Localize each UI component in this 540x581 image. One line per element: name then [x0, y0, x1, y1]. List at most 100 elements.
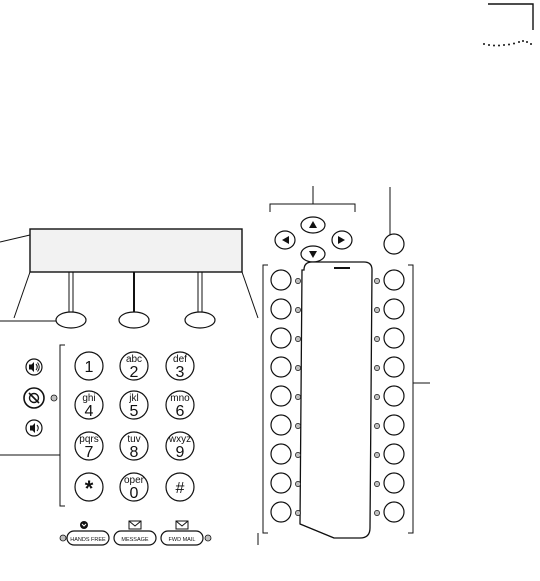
access-right-button-led: [374, 423, 380, 429]
access-left-button-1[interactable]: [270, 269, 301, 291]
access-left-button-4[interactable]: [270, 356, 301, 378]
key-star[interactable]: *: [74, 472, 104, 502]
access-left-button-led: [295, 336, 301, 342]
access-right-button-led: [374, 307, 380, 313]
key-1[interactable]: 1: [74, 351, 104, 381]
nav-right-button[interactable]: [331, 230, 353, 250]
access-right-button-1[interactable]: [374, 269, 405, 291]
access-right-button-led: [374, 394, 380, 400]
access-right-button-led: [374, 452, 380, 458]
arrow-left-icon: [282, 236, 289, 244]
mute-icon: [28, 392, 40, 404]
volume-down-button[interactable]: [25, 419, 43, 437]
label-card: [299, 261, 373, 539]
key-hash[interactable]: #: [165, 472, 195, 502]
soft-key-3[interactable]: [184, 311, 216, 329]
key-letters: abc: [126, 354, 142, 365]
mute-led: [50, 394, 58, 402]
soft-key-stems: [68, 272, 203, 312]
key-digit: 3: [176, 364, 185, 381]
hands-free-icon: [80, 521, 88, 529]
volume-up-icon: [29, 362, 40, 372]
access-right-button-led: [374, 336, 380, 342]
access-left-button-3[interactable]: [270, 327, 301, 349]
access-left-button-9[interactable]: [270, 501, 301, 523]
envelope-icon: [128, 520, 142, 530]
volume-down-icon: [30, 423, 39, 433]
key-letters: ghi: [82, 393, 95, 404]
envelope-icon: [175, 520, 189, 530]
key-letters: mno: [170, 393, 190, 404]
access-left-button-led: [295, 423, 301, 429]
key-digit: 8: [130, 444, 139, 461]
access-left-button-6[interactable]: [270, 414, 301, 436]
key-digit: 5: [130, 403, 139, 420]
access-left-button-led: [295, 452, 301, 458]
message-label: MESSAGE: [121, 537, 149, 543]
access-right-button-led: [374, 278, 380, 284]
access-right-button-3[interactable]: [374, 327, 405, 349]
access-right-button-8[interactable]: [374, 472, 405, 494]
access-button-column-left: [270, 269, 301, 523]
function-button-row: HANDS FREE MESSAGE FWD MAIL: [66, 520, 204, 546]
key-digit: 1: [85, 359, 94, 376]
access-left-button-2[interactable]: [270, 298, 301, 320]
corner-bracket-mark: [488, 3, 534, 30]
hands-free-button[interactable]: HANDS FREE: [66, 521, 110, 546]
message-button[interactable]: MESSAGE: [113, 520, 157, 546]
callout-lines: [0, 186, 430, 545]
access-right-button-4[interactable]: [374, 356, 405, 378]
key-letters: def: [173, 354, 187, 365]
fwd-mail-button[interactable]: FWD MAIL: [160, 520, 204, 546]
nav-left-button[interactable]: [274, 230, 296, 250]
access-right-button-9[interactable]: [374, 501, 405, 523]
arrow-up-icon: [309, 221, 317, 228]
access-left-button-led: [295, 510, 301, 516]
access-left-button-led: [295, 278, 301, 284]
volume-up-button[interactable]: [25, 358, 43, 376]
access-left-button-7[interactable]: [270, 443, 301, 465]
access-right-button-2[interactable]: [374, 298, 405, 320]
nav-down-button[interactable]: [300, 245, 326, 263]
access-left-button-8[interactable]: [270, 472, 301, 494]
standalone-round-button[interactable]: [383, 233, 405, 255]
access-right-button-led: [374, 481, 380, 487]
access-left-button-led: [295, 365, 301, 371]
fwd-mail-led: [204, 534, 212, 542]
access-right-button-6[interactable]: [374, 414, 405, 436]
dotted-trail-mark: [483, 40, 532, 47]
access-left-button-led: [295, 394, 301, 400]
soft-key-2[interactable]: [118, 311, 150, 329]
access-left-button-led: [295, 481, 301, 487]
key-digit: 7: [85, 444, 94, 461]
access-right-button-7[interactable]: [374, 443, 405, 465]
nav-up-button[interactable]: [300, 216, 326, 234]
key-letters: oper: [124, 475, 145, 486]
key-letters: jkl: [128, 393, 138, 404]
key-letters: wxyz: [168, 434, 191, 445]
mute-button[interactable]: [23, 387, 45, 409]
arrow-down-icon: [309, 251, 317, 258]
access-right-button-5[interactable]: [374, 385, 405, 407]
access-button-column-right: [374, 269, 405, 523]
access-left-button-5[interactable]: [270, 385, 301, 407]
access-left-button-led: [295, 307, 301, 313]
access-right-button-led: [374, 510, 380, 516]
navigation-cluster: [274, 216, 353, 263]
key-letters: tuv: [127, 434, 140, 445]
key-digit: *: [85, 476, 94, 501]
key-digit: 4: [85, 403, 94, 420]
soft-key-1[interactable]: [55, 311, 87, 329]
key-digit: 0: [130, 485, 139, 502]
key-letters: pqrs: [79, 434, 98, 445]
